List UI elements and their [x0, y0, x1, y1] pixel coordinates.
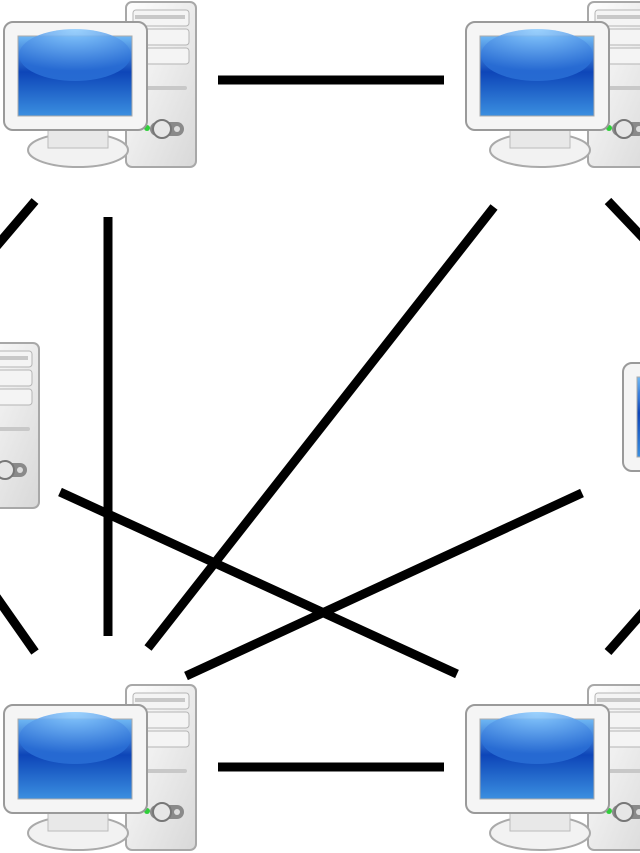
- computer-icon-left: [0, 342, 40, 509]
- network-links: [0, 75, 640, 772]
- computer-icon-top-right: [465, 1, 640, 168]
- computer-icon-bottom-right: [465, 684, 640, 851]
- computer-icon-right: [622, 342, 640, 509]
- link-right-bottom-left: [184, 488, 584, 681]
- link-top-right-bottom-left: [144, 204, 498, 651]
- link-top-left-left: [0, 198, 39, 250]
- link-left-bottom-right: [58, 487, 459, 679]
- link-top-right-right: [604, 197, 640, 242]
- computer-icon-top-left: [3, 1, 197, 168]
- link-left-bottom-left: [0, 594, 39, 655]
- computer-icon-bottom-left: [3, 684, 197, 851]
- link-right-bottom-right: [604, 608, 640, 655]
